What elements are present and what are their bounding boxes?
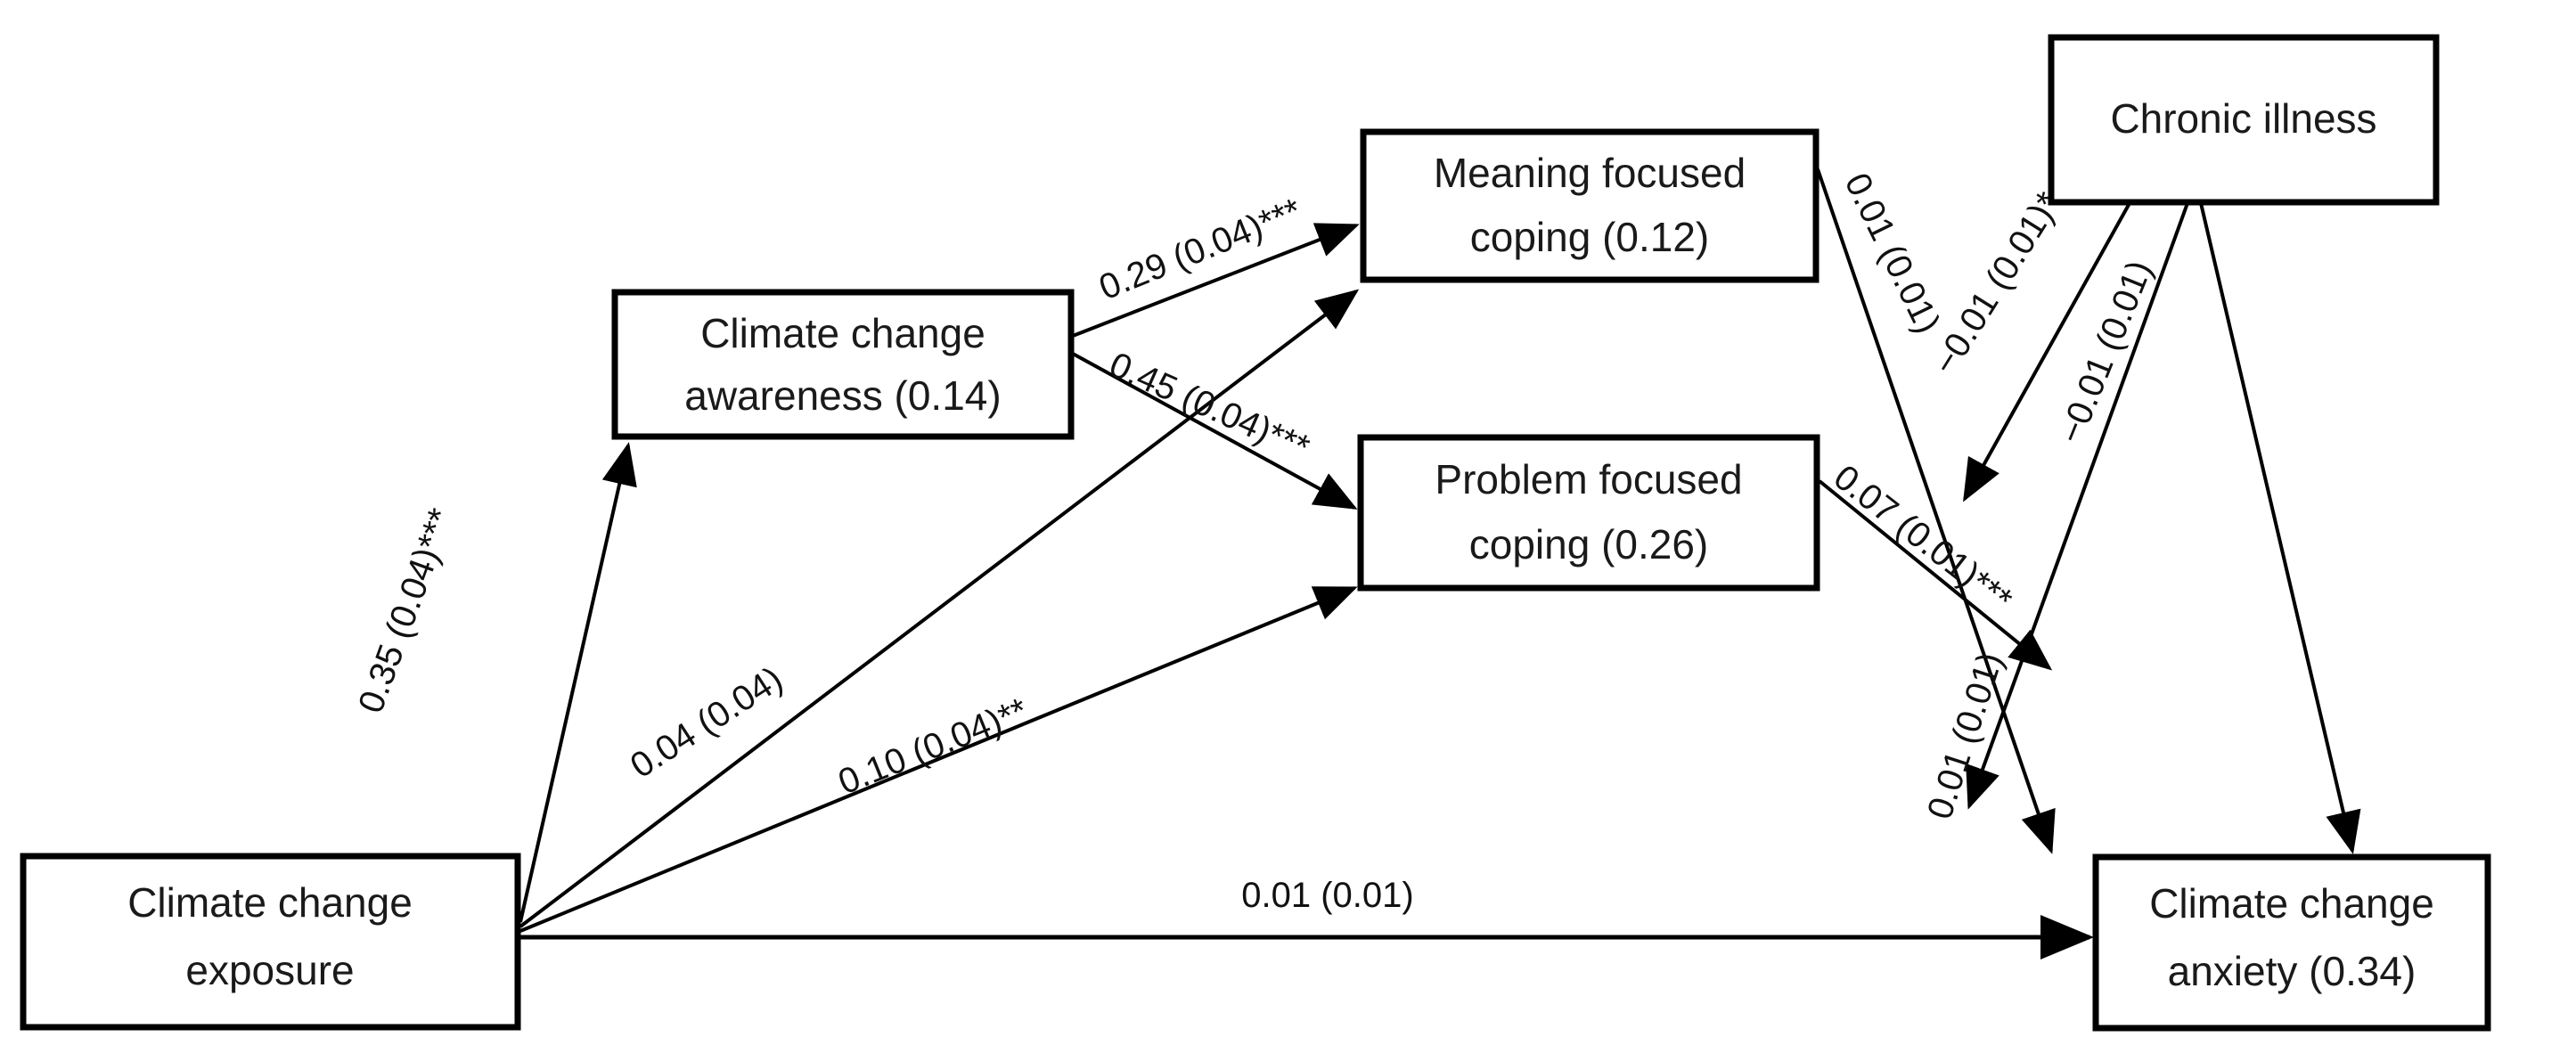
node-problem-label-line2: coping (0.26) [1469, 521, 1709, 567]
nodes-layer: Climate change exposure Climate change a… [20, 34, 2491, 1032]
node-chronic-label-line1: Chronic illness [2110, 95, 2376, 142]
node-exposure-label-line1: Climate change [127, 879, 413, 926]
node-exposure[interactable]: Climate change exposure [20, 853, 521, 1031]
edges-layer [519, 168, 2361, 959]
edge-meaning-to-anxiety [1816, 168, 2056, 854]
edge-label-awareness-to-problem: 0.45 (0.04)*** [1104, 345, 1315, 468]
node-meaning-label-line2: coping (0.12) [1470, 214, 1710, 260]
node-awareness-label-line2: awareness (0.14) [684, 372, 1001, 419]
node-meaning-label-line1: Meaning focused [1434, 150, 1746, 196]
node-anxiety-label-line1: Climate change [2149, 880, 2434, 927]
edge-exposure-to-meaning [519, 289, 1360, 928]
edge-labels-layer: 0.35 (0.04)*** 0.04 (0.04) 0.10 (0.04)**… [351, 167, 2160, 915]
node-awareness[interactable]: Climate change awareness (0.14) [611, 289, 1075, 440]
edge-awareness-to-problem [1072, 352, 1358, 510]
edge-label-chronic-to-anxiety: 0.01 (0.01) [1920, 648, 2011, 824]
edge-awareness-to-meaning [1072, 223, 1360, 338]
node-meaning-focused-coping[interactable]: Meaning focused coping (0.12) [1360, 128, 1820, 283]
node-problem-focused-coping[interactable]: Problem focused coping (0.26) [1357, 434, 1820, 592]
edge-label-awareness-to-meaning: 0.29 (0.04)*** [1094, 192, 1307, 308]
edge-label-exposure-to-anxiety: 0.01 (0.01) [1241, 876, 1413, 915]
edge-exposure-to-problem [519, 586, 1358, 933]
node-anxiety[interactable]: Climate change anxiety (0.34) [2092, 853, 2491, 1032]
node-problem-label-line1: Problem focused [1435, 456, 1742, 502]
edge-label-meaning-to-anxiety: 0.01 (0.01) [1837, 167, 1948, 339]
edge-chronic-to-anxiety [2199, 202, 2361, 854]
node-awareness-label-line1: Climate change [700, 310, 985, 356]
node-exposure-label-line2: exposure [185, 947, 354, 993]
edge-label-exposure-to-meaning: 0.04 (0.04) [624, 659, 789, 786]
edge-chronic-to-meaning [1966, 202, 2189, 810]
edge-label-problem-to-anxiety: 0.07 (0.01)*** [1827, 457, 2019, 620]
node-anxiety-label-line2: anxiety (0.34) [2168, 948, 2417, 994]
edge-chronic-to-problem [1963, 202, 2131, 502]
edge-problem-to-anxiety [1818, 479, 2053, 671]
edge-label-exposure-to-problem: 0.10 (0.04)** [833, 690, 1034, 802]
edge-label-exposure-to-awareness: 0.35 (0.04)*** [351, 503, 461, 718]
edge-exposure-to-awareness [519, 442, 637, 923]
edge-label-chronic-to-meaning: −0.01 (0.01) [2051, 255, 2160, 449]
node-chronic-illness[interactable]: Chronic illness [2048, 34, 2440, 206]
